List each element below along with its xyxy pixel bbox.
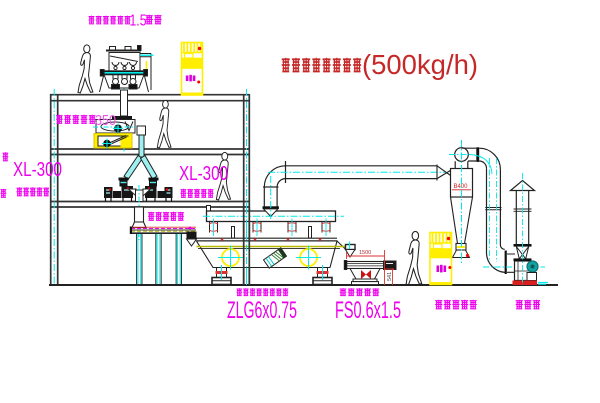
- svg-text:(500kg/h): (500kg/h): [362, 49, 478, 80]
- svg-text:541: 541: [387, 272, 393, 281]
- svg-text:XL-300: XL-300: [13, 159, 62, 181]
- svg-text:B400: B400: [454, 184, 469, 190]
- svg-text:XL-300: XL-300: [179, 163, 228, 185]
- svg-text:1.5: 1.5: [130, 13, 147, 30]
- svg-text:ZLG6x0.75: ZLG6x0.75: [227, 297, 297, 324]
- svg-text:FS0.6x1.5: FS0.6x1.5: [335, 297, 401, 324]
- svg-text:1500: 1500: [359, 250, 371, 256]
- svg-text:350: 350: [95, 112, 116, 129]
